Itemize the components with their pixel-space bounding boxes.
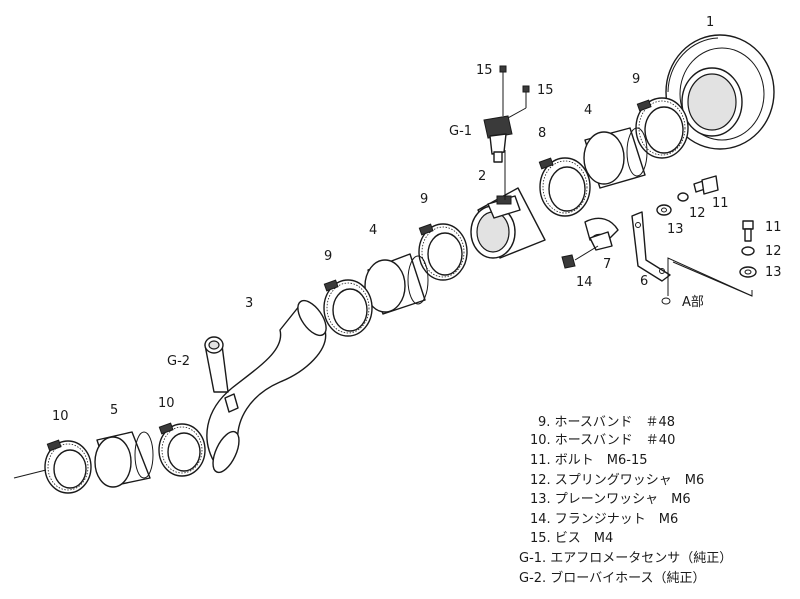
label-part-10-right: 10 — [158, 396, 175, 411]
label-part-7: 7 — [603, 257, 611, 272]
label-part-4-middle: 4 — [369, 223, 377, 238]
label-part-12-b: 12 — [765, 244, 782, 259]
label-a-part: A部 — [682, 295, 704, 310]
label-part-10-left: 10 — [52, 409, 69, 424]
label-part-3: 3 — [245, 296, 253, 311]
hose-clamp-8 — [538, 157, 591, 217]
label-part-13-b: 13 — [765, 265, 782, 280]
legend-item-15: 15. ビス M4 — [530, 531, 613, 546]
hose-coupler-4-top — [583, 127, 648, 189]
hose-clamp-9-top — [635, 97, 689, 159]
label-part-11-b: 11 — [765, 220, 782, 235]
label-part-2: 2 — [478, 169, 486, 184]
legend-item-10: 10. ホースバンド ＃40 — [530, 433, 675, 448]
label-part-9-lower: 9 — [324, 249, 332, 264]
legend-item-11: 11. ボルト M6-15 — [530, 453, 648, 468]
label-part-1: 1 — [706, 15, 714, 30]
legend-item-13: 13. プレーンワッシャ M6 — [530, 492, 691, 507]
label-part-15-b: 15 — [537, 83, 554, 98]
hardware-right — [739, 220, 757, 278]
label-part-5: 5 — [110, 403, 118, 418]
legend-item-12: 12. スプリングワッシャ M6 — [530, 473, 704, 488]
hose-clamp-10-right — [158, 422, 206, 477]
label-part-12-a: 12 — [689, 206, 706, 221]
label-part-9-middle: 9 — [420, 192, 428, 207]
label-part-9-top: 9 — [632, 72, 640, 87]
bracket-assembly — [561, 211, 753, 305]
label-part-6: 6 — [640, 274, 648, 289]
legend-item-14: 14. フランジナット M6 — [530, 512, 678, 527]
label-part-13-a: 13 — [667, 222, 684, 237]
hose-clamp-9-lower — [323, 279, 373, 337]
legend-item-g1: G-1. エアフロメータセンサ（純正） — [519, 551, 732, 566]
hose-coupler-4-middle — [364, 253, 429, 315]
air-filter-part — [665, 34, 775, 150]
legend-item-9: 9. ホースバンド ＃48 — [538, 415, 675, 430]
label-part-g2: G-2 — [167, 354, 190, 369]
label-part-14: 14 — [576, 275, 593, 290]
label-part-g1: G-1 — [449, 124, 472, 139]
label-part-15-a: 15 — [476, 63, 493, 78]
hose-clamp-10-left — [13, 439, 92, 494]
legend-item-g2: G-2. ブローバイホース（純正） — [519, 570, 706, 586]
label-part-11-a: 11 — [712, 196, 729, 211]
parts-legend: 9. ホースバンド ＃48 10. ホースバンド ＃40 11. ボルト M6-… — [519, 415, 732, 586]
label-part-8: 8 — [538, 126, 546, 141]
hose-clamp-9-middle — [418, 223, 468, 281]
air-flow-sensor-part — [483, 65, 530, 200]
blow-by-hose-part — [204, 336, 229, 393]
hose-coupler-5 — [94, 431, 154, 488]
hardware-upper — [656, 175, 719, 216]
sensor-housing-part — [470, 187, 546, 259]
intake-pipe-part — [206, 299, 327, 474]
label-part-4-top: 4 — [584, 103, 592, 118]
